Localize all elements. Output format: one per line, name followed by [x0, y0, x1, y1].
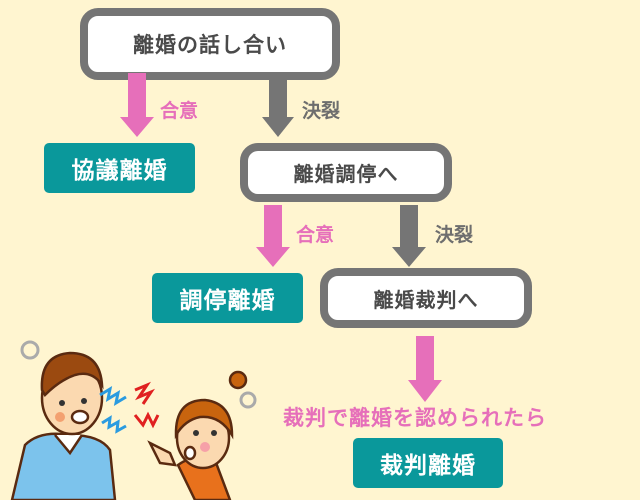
court-arrow: [408, 336, 442, 402]
step-trial: 離婚裁判へ: [320, 268, 532, 328]
agree-label-2: 合意: [296, 224, 335, 246]
result-chotei-rikon: 調停離婚: [152, 273, 303, 323]
break-label-2: 決裂: [435, 224, 474, 246]
break-label-1: 決裂: [302, 100, 341, 122]
agree-label-1: 合意: [160, 100, 199, 122]
step-discussion: 離婚の話し合い: [80, 8, 340, 80]
step-mediation: 離婚調停へ: [240, 143, 452, 202]
agree-arrow-2: [256, 205, 290, 267]
break-arrow-2: [392, 205, 426, 267]
result-saiban-rikon: 裁判離婚: [353, 438, 503, 488]
agree-arrow-1: [120, 73, 154, 137]
court-note: 裁判で離婚を認められたら: [283, 406, 547, 430]
arguing-couple-illustration: [10, 340, 257, 500]
result-kyogi-rikon: 協議離婚: [44, 143, 195, 193]
break-arrow-1: [262, 73, 294, 137]
